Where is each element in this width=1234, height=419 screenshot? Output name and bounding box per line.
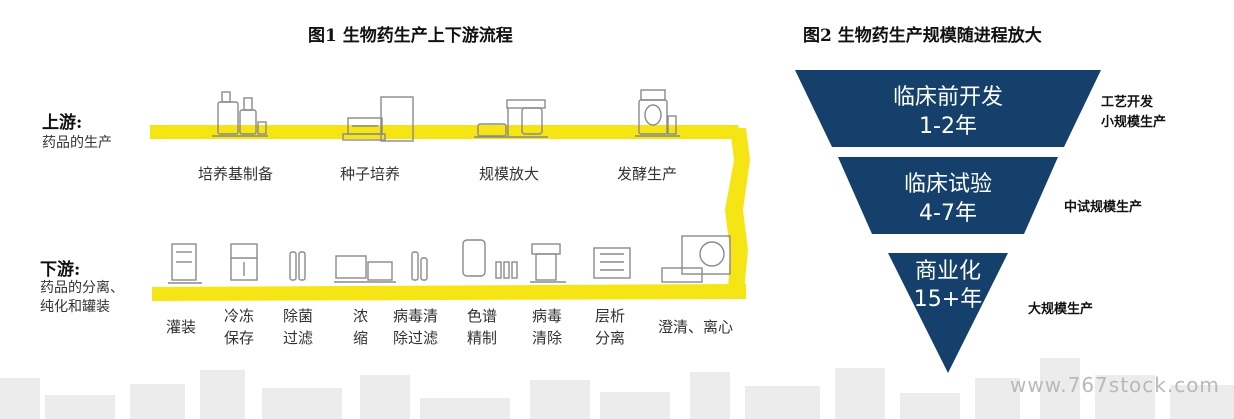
- scale-up-funnel: 临床前开发 1-2年 临床试验 4-7年 商业化 15+年: [795, 70, 1101, 373]
- figure-1-title: 图1 生物药生产上下游流程: [308, 26, 513, 46]
- downstream-step-4: 病毒清除过滤: [393, 307, 439, 347]
- downstream-step-5: 色谱精制: [467, 307, 498, 347]
- downstream-step-6: 病毒清除: [532, 307, 563, 347]
- upstream-step-3: 发酵生产: [617, 165, 678, 183]
- filter-icon: [289, 251, 306, 281]
- funnel-level-0: [795, 70, 1101, 147]
- virus-removal-icon: [530, 243, 566, 283]
- filling-machine-icon: [168, 243, 202, 284]
- funnel-level-2-label: 商业化: [915, 259, 981, 284]
- watermark: www.767stock.com: [1010, 373, 1220, 397]
- downstream-step-3: 浓缩: [353, 307, 369, 347]
- upstream-description: 药品的生产: [42, 135, 112, 151]
- downstream-equipment-icons: [168, 235, 731, 284]
- funnel-note-0: 工艺开发小规模生产: [1101, 95, 1167, 130]
- funnel-level-1-label: 临床试验: [904, 172, 992, 197]
- funnel-level-1: [838, 157, 1058, 234]
- figure-2-title: 图2 生物药生产规模随进程放大: [803, 26, 1042, 46]
- upstream-label: 上游:: [42, 113, 83, 133]
- downstream-description-line1: 药品的分离、: [40, 280, 124, 296]
- downstream-flow-band: [152, 284, 746, 301]
- funnel-level-0-label: 临床前开发: [893, 85, 1003, 110]
- centrifuge-icon: [661, 235, 731, 283]
- upstream-flow-band: [150, 125, 742, 139]
- virus-filter-icon: [411, 251, 428, 281]
- funnel-level-2-duration: 15+年: [914, 287, 982, 312]
- downstream-step-0: 灌装: [166, 318, 197, 336]
- freezer-icon: [230, 243, 258, 281]
- separation-icon: [593, 247, 631, 279]
- downstream-step-7: 层析分离: [595, 307, 626, 347]
- bioreactor-icon: [212, 91, 268, 137]
- funnel-level-0-duration: 1-2年: [919, 114, 977, 139]
- upstream-equipment-icons: [212, 89, 680, 142]
- sterilizer-icon: [635, 89, 680, 137]
- funnel-note-1: 中试规模生产: [1064, 200, 1143, 215]
- concentrator-icon: [334, 255, 396, 283]
- upstream-step-0: 培养基制备: [198, 165, 274, 183]
- upstream-step-1: 种子培养: [340, 165, 401, 183]
- fermenter-icon: [474, 99, 548, 138]
- downstream-step-2: 除菌过滤: [283, 307, 314, 347]
- downstream-description-line2: 纯化和罐装: [40, 299, 110, 315]
- downstream-step-8: 澄清、离心: [658, 318, 734, 336]
- upstream-step-2: 规模放大: [479, 165, 540, 183]
- downstream-step-1: 冷冻保存: [224, 307, 255, 347]
- downstream-label: 下游:: [40, 260, 81, 280]
- flow-connector: [725, 128, 750, 291]
- chromatography-icon: [462, 239, 518, 279]
- funnel-level-2: [888, 253, 1008, 373]
- funnel-level-1-duration: 4-7年: [919, 201, 977, 226]
- incubator-icon: [342, 96, 414, 142]
- funnel-note-2: 大规模生产: [1028, 302, 1094, 317]
